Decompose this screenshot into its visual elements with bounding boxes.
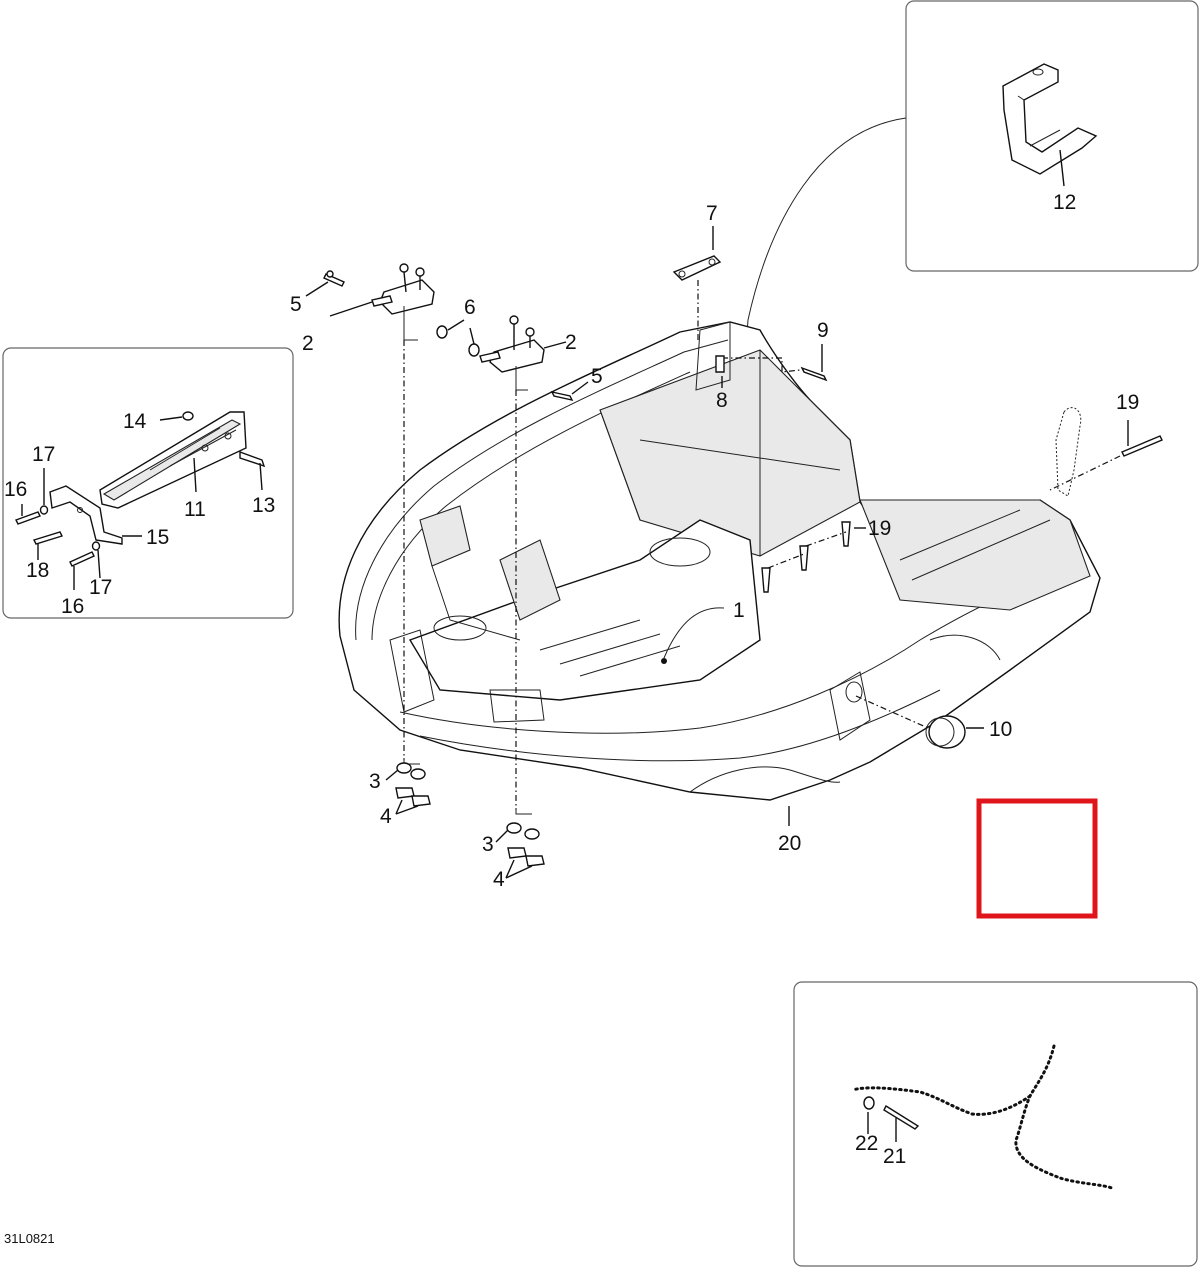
callout-17a: 17 <box>32 443 55 466</box>
bracket-15 <box>49 485 123 545</box>
washer-6a <box>436 319 465 339</box>
rivet-19-top <box>1049 407 1163 497</box>
callout-17b: 17 <box>89 576 112 599</box>
callout-2b: 2 <box>565 331 577 354</box>
washer-17b <box>91 541 101 579</box>
callout-10: 10 <box>989 718 1012 741</box>
callout-13: 13 <box>252 494 275 517</box>
callout-7: 7 <box>706 202 718 225</box>
callout-16b: 16 <box>61 595 84 618</box>
hinge-2a <box>329 263 435 341</box>
washer-6b <box>468 327 480 357</box>
callout-3b: 3 <box>482 833 494 856</box>
callout-14: 14 <box>123 410 147 433</box>
inset-rivet-detail <box>793 981 1198 1267</box>
callout-5a: 5 <box>290 293 302 316</box>
callout-16a: 16 <box>4 478 27 501</box>
callout-11: 11 <box>184 498 206 521</box>
hardware-3-4-right <box>495 808 545 879</box>
callout-3a: 3 <box>369 770 381 793</box>
hull-footwell <box>389 321 861 723</box>
callout-4a: 4 <box>380 805 392 828</box>
washer-17a <box>39 468 49 515</box>
rivet-21 <box>883 1104 920 1142</box>
plug-10 <box>855 695 984 749</box>
screw-16a <box>15 504 41 525</box>
rivets-19 <box>761 521 866 593</box>
callout-19a: 19 <box>1116 391 1139 414</box>
hardware-3-4-left <box>385 758 431 815</box>
bolt-5b <box>550 381 589 402</box>
bolt-5a <box>305 270 345 297</box>
handle-11 <box>99 411 247 509</box>
hinge-2b <box>479 315 567 391</box>
bolt-13 <box>239 451 266 491</box>
callout-15: 15 <box>146 526 169 549</box>
callout-6: 6 <box>464 296 476 319</box>
drawing-code: 31L0821 <box>4 1231 55 1246</box>
screw-16b <box>69 551 95 590</box>
bolt-9 <box>722 344 828 382</box>
bracket-12 <box>1002 63 1098 187</box>
plate-7 <box>672 226 722 340</box>
nut-14 <box>159 411 194 421</box>
callout-21: 21 <box>883 1145 906 1168</box>
callout-19b: 19 <box>868 517 891 540</box>
callout-2a: 2 <box>302 332 314 355</box>
callout-5b: 5 <box>591 365 603 388</box>
callout-1: 1 <box>733 599 745 622</box>
callout-8: 8 <box>716 389 728 412</box>
callout-22: 22 <box>855 1132 878 1155</box>
callout-18: 18 <box>26 559 49 582</box>
callout-12: 12 <box>1053 191 1076 214</box>
inset-bracket-detail <box>905 0 1199 272</box>
callout-4b: 4 <box>493 868 505 891</box>
stud-8 <box>715 355 725 388</box>
leader-11 <box>193 457 197 493</box>
screw-18 <box>33 531 63 560</box>
callout-9: 9 <box>817 319 829 342</box>
highlight-box <box>976 798 1098 919</box>
callout-20: 20 <box>778 832 801 855</box>
washer-22 <box>863 1096 875 1134</box>
